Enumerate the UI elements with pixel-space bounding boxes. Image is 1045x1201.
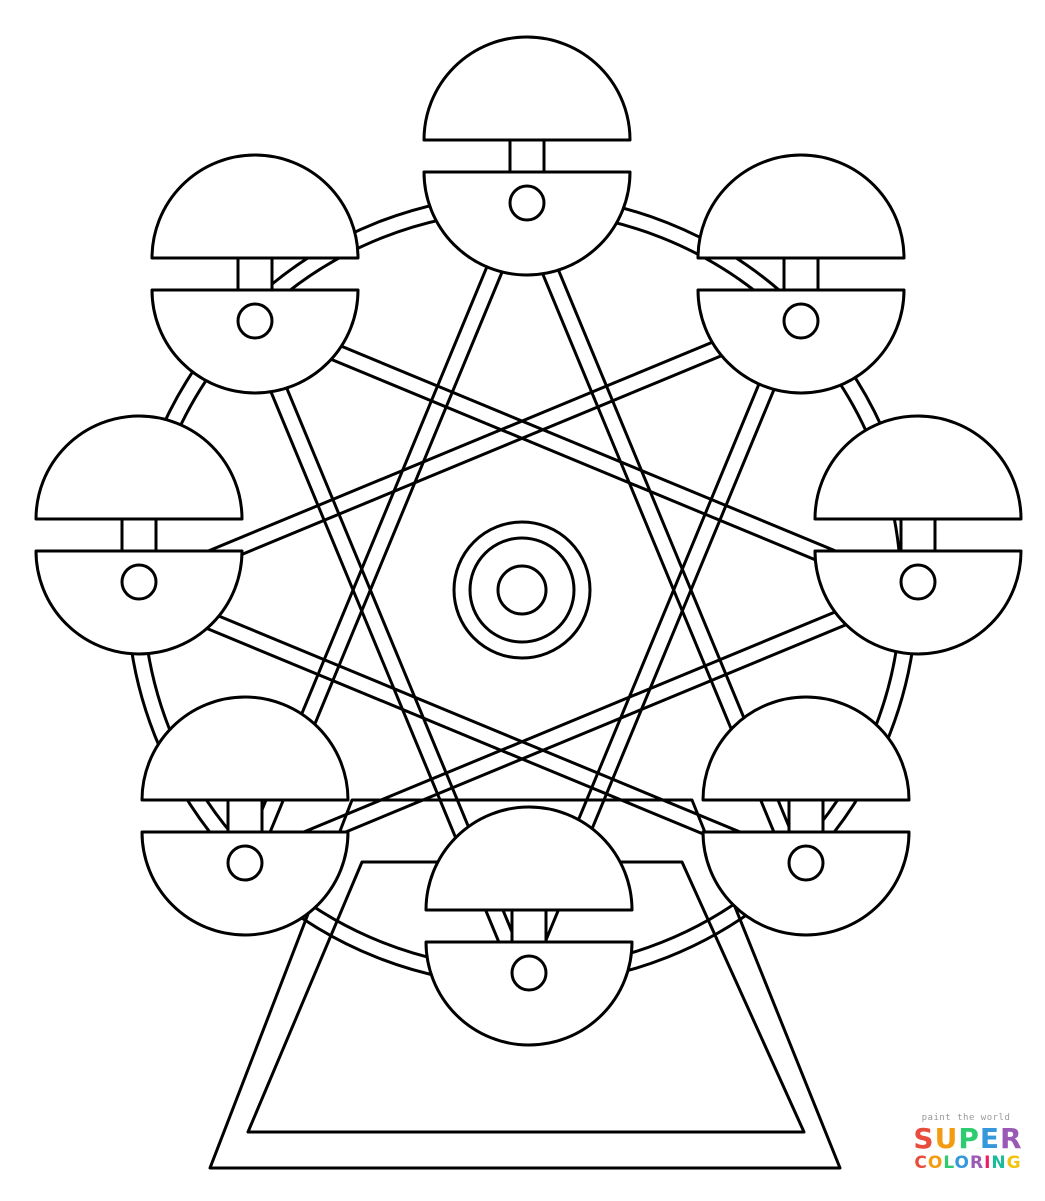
watermark-line1: SUPER (913, 1122, 1023, 1155)
gondola (150, 153, 360, 395)
gondola-car (424, 940, 634, 1047)
gondola (34, 414, 244, 656)
gondola (701, 695, 911, 937)
gondola (424, 805, 634, 1047)
gondola-pivot (899, 563, 937, 601)
gondola-car (422, 170, 632, 277)
gondola-car (696, 288, 906, 395)
gondola-canopy (422, 35, 632, 142)
gondolas (34, 35, 1023, 1047)
gondola-stem (120, 517, 158, 553)
gondola-pivot (120, 563, 158, 601)
gondola-car (150, 288, 360, 395)
watermark-tagline: paint the world (921, 1113, 1011, 1123)
gondola-canopy (140, 695, 350, 802)
gondola-pivot (236, 302, 274, 340)
gondola-pivot (226, 844, 264, 882)
gondola-stem (787, 798, 825, 834)
wheel-hub (452, 520, 592, 660)
gondola-car (34, 549, 244, 656)
gondola-canopy (150, 153, 360, 260)
gondola (422, 35, 632, 277)
gondola-canopy (696, 153, 906, 260)
gondola-canopy (34, 414, 244, 521)
gondola-stem (236, 256, 274, 292)
gondola-pivot (782, 302, 820, 340)
gondola-car (701, 830, 911, 937)
gondola-car (140, 830, 350, 937)
gondola-canopy (424, 805, 634, 912)
gondola-canopy (813, 414, 1023, 521)
watermark-line2: COLORING (914, 1153, 1022, 1173)
gondola (813, 414, 1023, 656)
gondola-stem (510, 908, 548, 944)
gondola-canopy (701, 695, 911, 802)
gondola-stem (782, 256, 820, 292)
gondola-pivot (510, 954, 548, 992)
gondola-stem (508, 138, 546, 174)
gondola-pivot (787, 844, 825, 882)
gondola-stem (226, 798, 264, 834)
gondola-stem (899, 517, 937, 553)
gondola-car (813, 549, 1023, 656)
gondola (140, 695, 350, 937)
gondola-pivot (508, 184, 546, 222)
gondola (696, 153, 906, 395)
